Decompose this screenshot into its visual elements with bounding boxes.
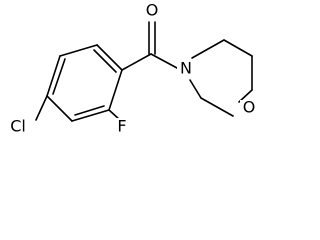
oxygen-carbonyl-label: O (146, 1, 159, 20)
ring-bond-6 (108, 69, 123, 111)
atom-label-oxygen-carbonyl: O (144, 1, 160, 20)
morpholine-bond-5 (189, 79, 202, 99)
atom-label-fluorine: F (114, 117, 130, 136)
ring-double-inner-3 (74, 105, 105, 116)
ring-bond-5 (71, 109, 110, 122)
morpholine-ring (189, 39, 253, 117)
bond-ring-to-carbonyl (121, 53, 152, 71)
ring-bond-2 (59, 44, 98, 57)
morpholine-bond-4 (200, 97, 234, 117)
structure-svg: O N O Cl F (3, 1, 258, 136)
structure-canvas: O N O Cl F (0, 0, 266, 138)
chlorine-label: Cl (10, 117, 26, 136)
ring-double-inner-2 (52, 58, 66, 95)
ring-bond-1 (96, 44, 123, 71)
ring-bond-3 (46, 55, 61, 97)
nitrogen-label: N (180, 59, 192, 78)
morpholine-bond-2 (223, 39, 253, 57)
bond-carbonyl-to-nitrogen (150, 53, 178, 69)
ring-bond-4 (46, 95, 73, 122)
atom-label-chlorine: Cl (3, 117, 33, 136)
morpholine-bond-1 (191, 39, 225, 59)
bond-ring-to-chlorine (35, 95, 48, 121)
atom-label-nitrogen: N (177, 59, 195, 78)
fluorine-label: F (117, 117, 126, 136)
benzene-ring (46, 44, 123, 122)
atom-label-oxygen-ring: O (240, 98, 258, 118)
ring-double-inner-1 (93, 49, 117, 73)
oxygen-ring-label: O (243, 98, 256, 117)
